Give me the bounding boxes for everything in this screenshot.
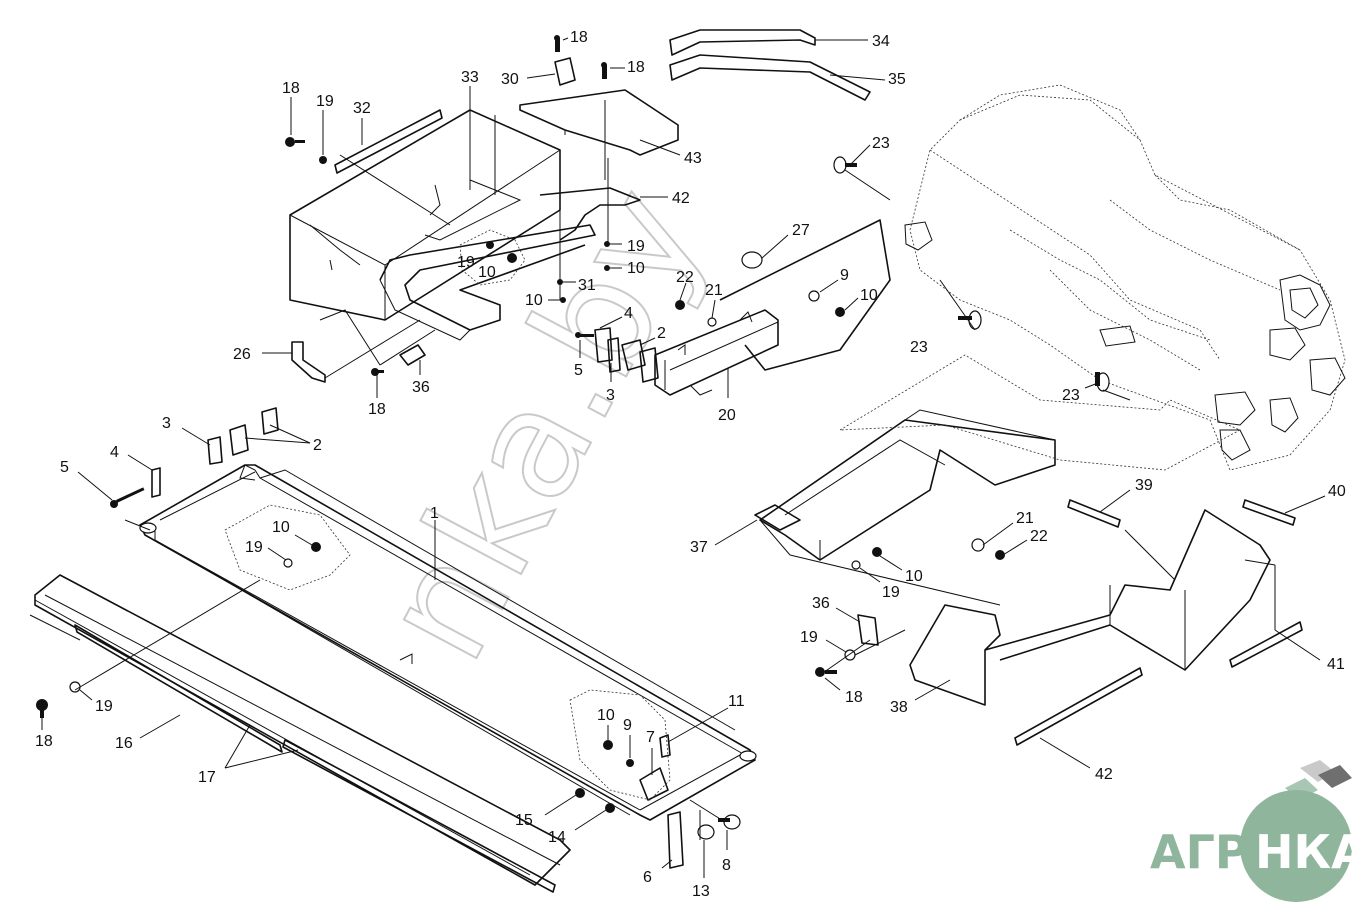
callout-36: 37: [690, 539, 708, 556]
detail-region-3: [459, 229, 526, 286]
detail-region-2: [569, 689, 671, 801]
callout-26: 30: [501, 71, 519, 88]
callout-19: 19: [245, 539, 263, 556]
callout-21: 23: [1062, 387, 1080, 404]
callout-3: 3: [162, 415, 171, 432]
callout-5: 5: [574, 362, 583, 379]
callout-30: 26: [233, 346, 251, 363]
sheet-outline: [839, 354, 1241, 471]
callout-18: 18: [368, 401, 386, 418]
callout-16: 16: [115, 735, 133, 752]
callout-15: 15: [515, 812, 533, 829]
callout-35: 36: [812, 595, 830, 612]
callout-10: 10: [525, 292, 543, 309]
main-frame: [139, 464, 757, 821]
strip-31: [334, 109, 443, 174]
callout-10: 10: [860, 287, 878, 304]
clamp-set-middle: [594, 327, 659, 383]
callout-27: 31: [578, 277, 596, 294]
logo-text-right: НКА: [1255, 825, 1367, 879]
callout-6: 6: [643, 869, 652, 886]
callout-19: 19: [95, 698, 113, 715]
callout-7: 7: [646, 729, 655, 746]
callout-41: 42: [1095, 766, 1113, 783]
clip-6: [667, 811, 684, 869]
bracket-7: [639, 767, 669, 801]
top-plate: [519, 89, 679, 180]
callout-32: 33: [461, 69, 479, 86]
callouts: 18 19 32 33 18 30 18 34 35 43 42 19 10 3…: [35, 29, 1346, 900]
callout-18: 18: [570, 29, 588, 46]
detail-region-1: [224, 504, 351, 591]
callout-33: 34: [872, 33, 890, 50]
cover-panels: [754, 409, 1303, 746]
logo-text-left: АГРО: [1150, 825, 1288, 879]
bracket-42: [539, 187, 641, 241]
callout-19: 19: [800, 629, 818, 646]
side-strips: [34, 574, 571, 893]
callout-23: 22: [1030, 528, 1048, 545]
callout-11: 11: [728, 693, 745, 710]
callout-38: 39: [1135, 477, 1153, 494]
callout-1: 1: [430, 505, 439, 522]
clip-35-top: [399, 344, 426, 366]
callout-34: 35: [888, 71, 906, 88]
callout-19: 19: [627, 238, 645, 255]
callout-18: 18: [282, 80, 300, 97]
callout-23: 22: [676, 269, 694, 286]
callout-10: 10: [627, 260, 645, 277]
callout-19: 19: [457, 254, 475, 271]
callout-21: 23: [872, 135, 890, 152]
callout-10: 10: [478, 264, 496, 281]
callout-10: 10: [597, 707, 615, 724]
callout-39: 40: [1328, 483, 1346, 500]
callout-4: 4: [110, 444, 119, 461]
callout-10: 10: [905, 568, 923, 585]
callout-21: 23: [910, 339, 928, 356]
callout-9: 9: [840, 267, 849, 284]
callout-35: 36: [412, 379, 430, 396]
callout-2: 2: [657, 325, 666, 342]
callout-20: 20: [718, 407, 736, 424]
callout-25: 27: [792, 222, 810, 239]
callout-17: 17: [198, 769, 216, 786]
callout-13: 13: [692, 883, 710, 900]
callout-8: 8: [722, 857, 731, 874]
leader-lines: [29, 150, 1276, 840]
inner-tube-frame: [379, 179, 596, 341]
watermark-text: nka.by: [348, 161, 738, 687]
callout-22: 21: [1016, 510, 1034, 527]
support-beam: [654, 219, 891, 396]
callout-18: 18: [845, 689, 863, 706]
callout-31: 32: [353, 100, 371, 117]
callout-43: 43: [684, 150, 702, 167]
callout-2: 2: [313, 437, 322, 454]
callout-18: 18: [627, 59, 645, 76]
callout-10: 10: [272, 519, 290, 536]
callout-37: 38: [890, 699, 908, 716]
callout-18: 18: [35, 733, 53, 750]
callout-5: 5: [60, 459, 69, 476]
callout-14: 14: [548, 829, 566, 846]
machine-body-outline: [904, 84, 1346, 471]
strip-33: [669, 29, 816, 56]
callout-3: 3: [606, 387, 615, 404]
callout-4: 4: [624, 305, 633, 322]
callout-19: 19: [316, 93, 334, 110]
callout-40: 41: [1327, 656, 1345, 673]
strip-34: [669, 54, 871, 101]
plate-30: [291, 341, 326, 383]
callout-19: 19: [882, 584, 900, 601]
agronka-logo: АГРО НКА: [1150, 760, 1367, 902]
callout-42: 42: [672, 190, 690, 207]
callout-9: 9: [623, 717, 632, 734]
clamp-set-frame: [151, 407, 279, 498]
callout-22: 21: [705, 282, 723, 299]
hardware: [36, 35, 1110, 840]
